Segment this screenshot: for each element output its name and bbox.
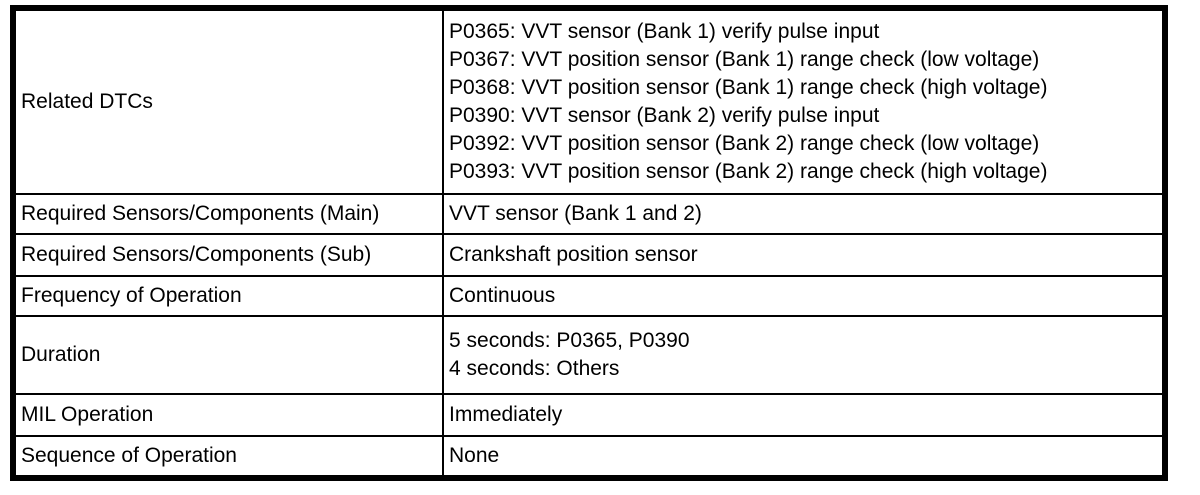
dtc-line: P0367: VVT position sensor (Bank 1) rang… bbox=[449, 48, 1040, 71]
value-line: VVT sensor (Bank 1 and 2) bbox=[449, 202, 702, 225]
row-label-sensors-sub: Required Sensors/Components (Sub) bbox=[12, 233, 444, 277]
table-row: Frequency of Operation Continuous bbox=[12, 275, 1166, 317]
row-value-mil: Immediately bbox=[442, 393, 1166, 437]
row-value-related-dtcs: P0365: VVT sensor (Bank 1) verify pulse … bbox=[442, 7, 1166, 195]
value-line: 5 seconds: P0365, P0390 bbox=[449, 329, 690, 352]
table-row: Required Sensors/Components (Sub) Cranks… bbox=[12, 233, 1166, 277]
row-value-frequency: Continuous bbox=[442, 275, 1166, 317]
row-label-related-dtcs: Related DTCs bbox=[12, 7, 444, 195]
dtc-line: P0365: VVT sensor (Bank 1) verify pulse … bbox=[449, 20, 880, 43]
dtc-line: P0393: VVT position sensor (Bank 2) rang… bbox=[449, 160, 1048, 183]
row-label-sensors-main: Required Sensors/Components (Main) bbox=[12, 193, 444, 235]
value-line: Continuous bbox=[449, 284, 556, 307]
table-row: Related DTCs P0365: VVT sensor (Bank 1) … bbox=[12, 7, 1166, 195]
row-label-mil: MIL Operation bbox=[12, 393, 444, 437]
dtc-line: P0390: VVT sensor (Bank 2) verify pulse … bbox=[449, 104, 880, 127]
dtc-line: P0392: VVT position sensor (Bank 2) rang… bbox=[449, 132, 1040, 155]
value-line: Immediately bbox=[449, 403, 563, 426]
value-line: None bbox=[449, 444, 500, 467]
dtc-spec-table: Related DTCs P0365: VVT sensor (Bank 1) … bbox=[10, 5, 1168, 481]
table-row: Required Sensors/Components (Main) VVT s… bbox=[12, 193, 1166, 235]
value-line: 4 seconds: Others bbox=[449, 357, 620, 380]
row-label-frequency: Frequency of Operation bbox=[12, 275, 444, 317]
dtc-line: P0368: VVT position sensor (Bank 1) rang… bbox=[449, 76, 1048, 99]
table-row: Sequence of Operation None bbox=[12, 435, 1166, 479]
row-value-duration: 5 seconds: P0365, P0390 4 seconds: Other… bbox=[442, 315, 1166, 395]
table-row: Duration 5 seconds: P0365, P0390 4 secon… bbox=[12, 315, 1166, 395]
row-value-sensors-main: VVT sensor (Bank 1 and 2) bbox=[442, 193, 1166, 235]
row-value-sequence: None bbox=[442, 435, 1166, 479]
table-row: MIL Operation Immediately bbox=[12, 393, 1166, 437]
row-value-sensors-sub: Crankshaft position sensor bbox=[442, 233, 1166, 277]
value-line: Crankshaft position sensor bbox=[449, 243, 698, 266]
row-label-sequence: Sequence of Operation bbox=[12, 435, 444, 479]
row-label-duration: Duration bbox=[12, 315, 444, 395]
